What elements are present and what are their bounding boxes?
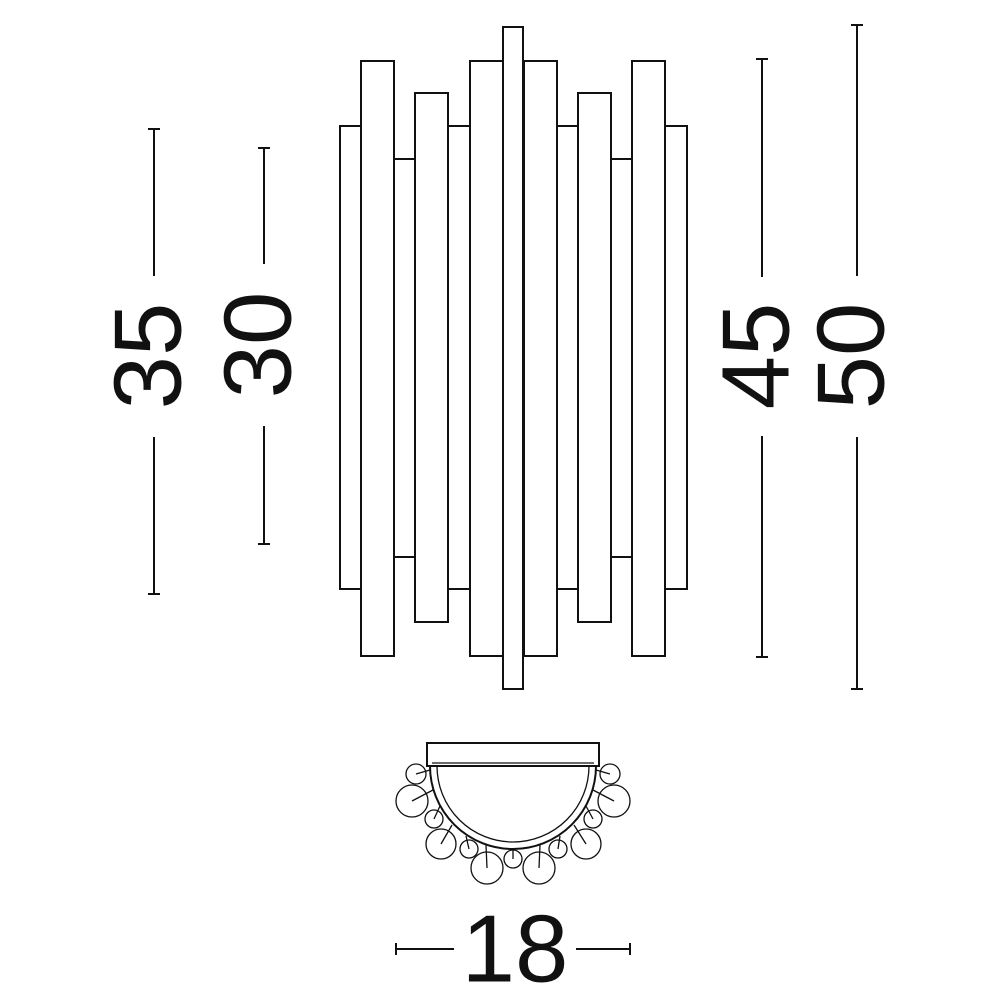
rod-front-3 [469,60,504,657]
sphere [395,784,429,818]
hanging-wires [411,769,615,869]
dimension-50: 50 [798,24,905,690]
dimension-45-label: 45 [703,303,810,410]
sphere [424,809,444,829]
rod-back-right-outer [664,125,688,590]
rod-front-7 [631,60,666,657]
rod-front-2 [414,92,449,623]
rod-back-right-mid [610,158,634,558]
sphere [470,851,504,885]
sphere [597,784,631,818]
crystal-spheres [395,763,631,885]
sphere [548,839,568,859]
dimension-35: 35 [95,128,202,595]
dimension-30: 30 [205,147,312,545]
half-round-body [429,765,597,850]
sphere [583,809,603,829]
rod-back-left-inner [447,125,471,590]
dimension-50-label: 50 [798,303,905,410]
sphere [570,828,602,860]
rod-front-5 [523,60,558,657]
dimension-18-label: 18 [462,896,569,1000]
sphere [599,763,621,785]
dimension-35-label: 35 [95,303,202,410]
rod-front-6 [577,92,612,623]
rod-front-1 [360,60,395,657]
sphere [459,839,479,859]
dimension-18: 18 [395,896,631,1000]
rod-back-left-outer [339,125,363,590]
sphere [522,851,556,885]
front-view [339,26,688,690]
dimension-30-label: 30 [205,292,312,399]
rod-front-center [502,26,524,690]
top-view [395,742,631,885]
dimension-45: 45 [703,58,810,658]
rod-back-right-inner [555,125,579,590]
sphere [405,763,427,785]
sphere [425,828,457,860]
wall-plate [426,742,600,767]
rod-back-left-mid [393,158,417,558]
